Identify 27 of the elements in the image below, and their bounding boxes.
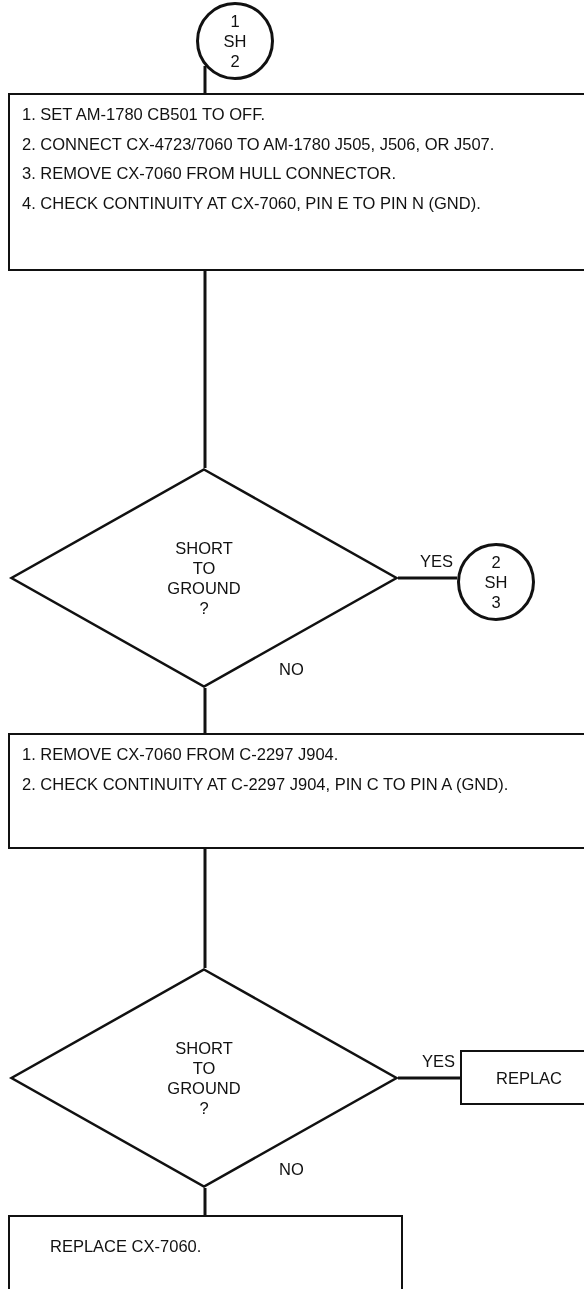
process-box: [8, 1215, 403, 1289]
sheet-reference: 1 SH 2: [222, 11, 248, 71]
step-text: 3. REMOVE CX-7060 FROM HULL CONNECTOR.: [22, 163, 398, 184]
step-text: 1. SET AM-1780 CB501 TO OFF.: [22, 104, 267, 125]
step-text: 2. CHECK CONTINUITY AT C-2297 J904, PIN C TO PIN A (GND).: [22, 773, 510, 795]
edge-label: NO: [277, 660, 306, 678]
step-text: 2. CONNECT CX-4723/7060 TO AM-1780 J505, J506, OR J507.: [22, 133, 496, 155]
connector-line: [398, 576, 458, 580]
step-text: REPLACE CX-7060.: [50, 1236, 203, 1257]
process-box: [8, 93, 584, 271]
connector-line: [203, 849, 207, 968]
step-text: REPLAC: [496, 1068, 564, 1089]
connector-line: [203, 271, 207, 468]
connector-line: [398, 1076, 460, 1080]
edge-label: NO: [277, 1160, 306, 1178]
sheet-reference: 2 SH 3: [483, 552, 509, 612]
edge-label: YES: [420, 1052, 458, 1070]
process-box: [8, 733, 584, 849]
decision-text: SHORT TO GROUND ?: [166, 1038, 242, 1118]
decision-text: SHORT TO GROUND ?: [166, 538, 242, 618]
connector-line: [203, 1188, 207, 1215]
edge-label: YES: [418, 552, 456, 570]
connector-line: [203, 688, 207, 733]
process-box: [460, 1050, 584, 1105]
step-text: 4. CHECK CONTINUITY AT CX-7060, PIN E TO PIN N (GND).: [22, 192, 482, 214]
connector-line: [203, 65, 207, 93]
step-text: 1. REMOVE CX-7060 FROM C-2297 J904.: [22, 744, 340, 765]
